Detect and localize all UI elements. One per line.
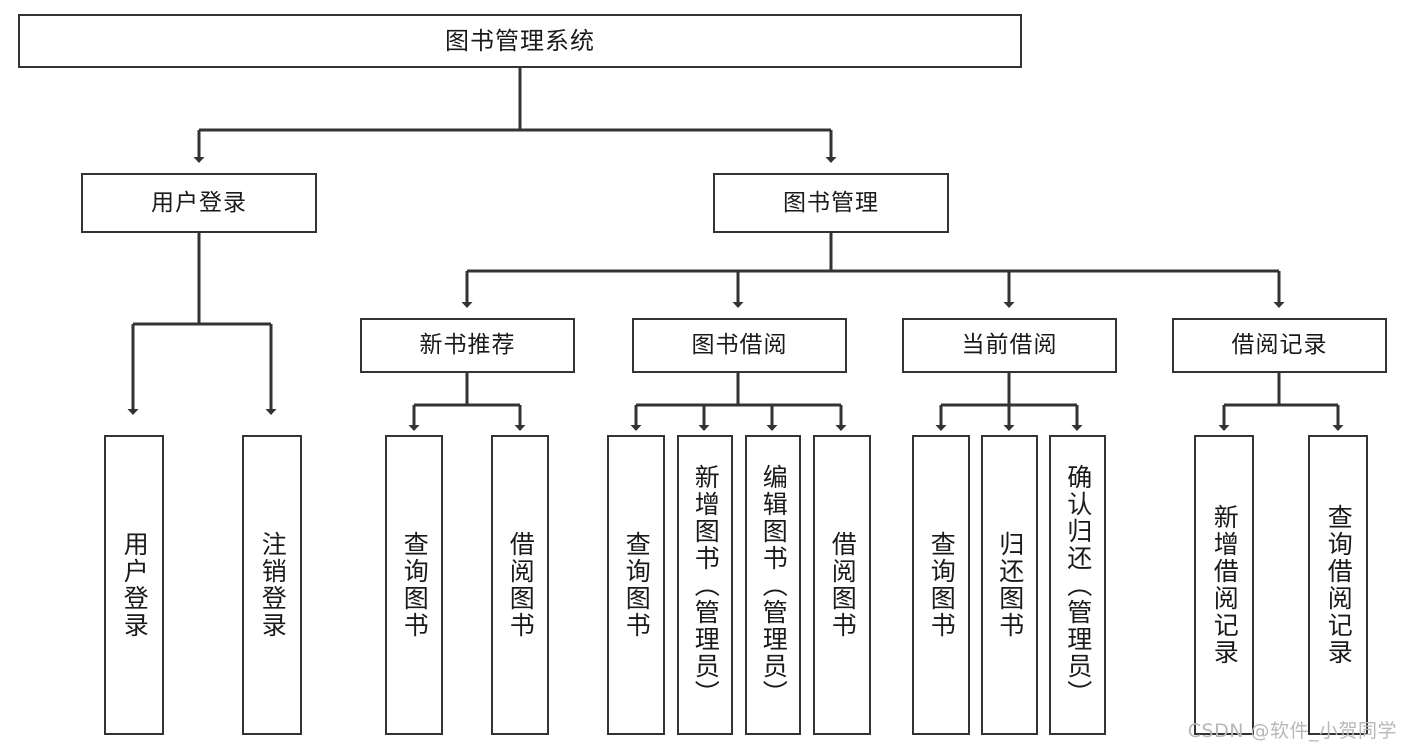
node-label: 新增图书（管理员） (691, 463, 721, 707)
node-label: 图书借阅 (691, 332, 788, 359)
leaf-book-borrow-query-books[interactable]: 查询图书 (607, 435, 665, 735)
node-user-login[interactable]: 用户登录 (81, 173, 317, 233)
node-label: 用户登录 (120, 531, 150, 639)
node-label: 查询图书 (400, 531, 430, 639)
node-label: 查询借阅记录 (1324, 504, 1354, 666)
node-book-management[interactable]: 图书管理 (713, 173, 949, 233)
leaf-new-book-query-books[interactable]: 查询图书 (385, 435, 443, 735)
leaf-user-login-logout[interactable]: 注销登录 (242, 435, 302, 735)
leaf-borrow-record-query-record[interactable]: 查询借阅记录 (1308, 435, 1368, 735)
leaf-current-borrow-return-books[interactable]: 归还图书 (981, 435, 1038, 735)
node-book-borrowing[interactable]: 图书借阅 (632, 318, 847, 373)
node-label: 借阅记录 (1231, 332, 1328, 359)
node-label: 归还图书 (995, 531, 1025, 639)
leaf-borrow-record-add-record[interactable]: 新增借阅记录 (1194, 435, 1254, 735)
node-label: 图书管理 (783, 189, 879, 216)
node-label: 确认归还（管理员） (1063, 463, 1093, 707)
node-label: 查询图书 (622, 531, 652, 639)
leaf-current-borrow-query-books[interactable]: 查询图书 (912, 435, 970, 735)
node-label: 编辑图书（管理员） (759, 463, 789, 707)
node-root-book-management-system[interactable]: 图书管理系统 (18, 14, 1022, 68)
csdn-watermark: CSDN @软件_小贺同学 (1187, 720, 1397, 742)
node-label: 查询图书 (927, 531, 957, 639)
node-label: 注销登录 (258, 531, 288, 639)
node-label: 新书推荐 (419, 332, 516, 359)
leaf-book-borrow-edit-book-admin[interactable]: 编辑图书（管理员） (745, 435, 801, 735)
node-label: 借阅图书 (506, 531, 536, 639)
node-label: 图书管理系统 (445, 27, 595, 55)
node-label: 用户登录 (151, 189, 247, 216)
node-label: 当前借阅 (961, 332, 1058, 359)
leaf-current-borrow-confirm-return-admin[interactable]: 确认归还（管理员） (1049, 435, 1106, 735)
leaf-new-book-borrow-books[interactable]: 借阅图书 (491, 435, 549, 735)
node-current-borrowing[interactable]: 当前借阅 (902, 318, 1117, 373)
node-new-book-recommendation[interactable]: 新书推荐 (360, 318, 575, 373)
leaf-user-login-login[interactable]: 用户登录 (104, 435, 164, 735)
node-borrow-records[interactable]: 借阅记录 (1172, 318, 1387, 373)
leaf-book-borrow-add-book-admin[interactable]: 新增图书（管理员） (677, 435, 733, 735)
node-label: 借阅图书 (828, 531, 858, 639)
leaf-book-borrow-borrow-books[interactable]: 借阅图书 (813, 435, 871, 735)
node-label: 新增借阅记录 (1210, 504, 1240, 666)
